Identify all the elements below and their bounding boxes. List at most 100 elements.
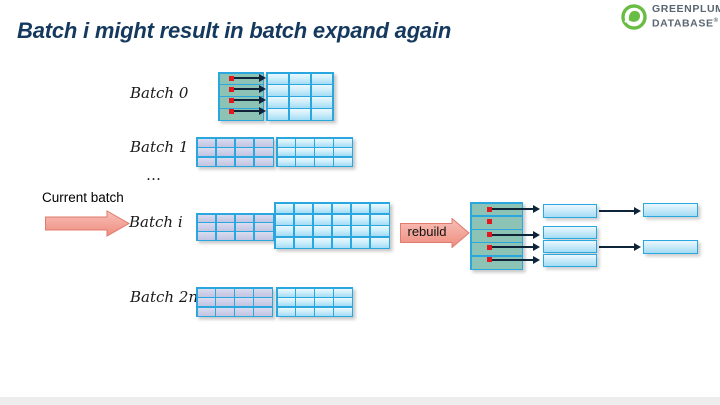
table-cell [277, 298, 295, 306]
hash-entry-marker [487, 257, 492, 262]
table-cell [216, 298, 234, 306]
table-cell [277, 157, 295, 166]
logo-line2: DATABASE [652, 17, 714, 30]
hash-entry-marker [229, 76, 234, 81]
greenplum-logo: GREENPLUM DATABASE® [621, 4, 720, 30]
table-cell [334, 288, 352, 297]
hash-entry-marker [229, 109, 234, 114]
table-cell [277, 138, 295, 147]
pointer-arrow [234, 85, 266, 93]
current-batch-arrow [45, 210, 130, 237]
bucket-bar [643, 203, 698, 217]
table-cell [197, 307, 215, 316]
pointer-arrow [492, 243, 540, 251]
hash-entry-marker [487, 232, 492, 237]
table-cell [235, 223, 254, 231]
table-cell [235, 288, 253, 297]
batch-0-hash-table [218, 72, 264, 121]
table-cell [471, 216, 522, 229]
table-cell [275, 203, 294, 214]
table-cell [219, 109, 263, 120]
table-cell [294, 214, 313, 225]
batch-i-label: Batch i [129, 213, 183, 231]
table-cell [254, 223, 273, 231]
table-cell [296, 157, 314, 166]
table-cell [332, 237, 351, 248]
batch-0-data-table [266, 72, 334, 121]
table-cell [296, 148, 314, 156]
table-cell [267, 85, 289, 96]
table-cell [332, 203, 351, 214]
table-cell [235, 157, 254, 166]
table-cell [294, 237, 313, 248]
bucket-bar [643, 240, 698, 254]
table-cell [289, 97, 311, 108]
table-cell [332, 214, 351, 225]
table-cell [216, 214, 235, 222]
table-cell [197, 298, 215, 306]
slide-bottom-edge [0, 397, 720, 405]
bucket-bar [543, 204, 597, 218]
table-cell [289, 73, 311, 84]
table-cell [334, 307, 352, 316]
table-cell [254, 232, 273, 240]
table-cell [296, 307, 314, 316]
table-cell [267, 73, 289, 84]
batch-1-new-table [276, 137, 353, 167]
table-cell [311, 73, 333, 84]
table-cell [254, 138, 273, 147]
table-cell [351, 214, 370, 225]
batch-i-new-table [274, 202, 390, 249]
bucket-bar [543, 254, 597, 267]
table-cell [315, 307, 333, 316]
table-cell [275, 214, 294, 225]
batch-2n-1-label: Batch 2n-1 [130, 288, 213, 306]
table-cell [334, 157, 352, 166]
hash-entry-marker [487, 245, 492, 250]
greenplum-logo-text: GREENPLUM DATABASE® [652, 4, 720, 30]
ellipsis-label: … [146, 166, 161, 184]
table-cell [313, 214, 332, 225]
table-cell [311, 85, 333, 96]
table-cell [315, 288, 333, 297]
table-cell [275, 226, 294, 237]
table-cell [216, 223, 235, 231]
table-cell [219, 97, 263, 108]
table-cell [197, 157, 216, 166]
table-cell [313, 237, 332, 248]
table-cell [235, 232, 254, 240]
table-cell [294, 226, 313, 237]
table-cell [235, 148, 254, 156]
table-cell [370, 203, 389, 214]
logo-trademark: ® [713, 17, 718, 24]
table-cell [197, 214, 216, 222]
table-cell [296, 298, 314, 306]
table-cell [275, 237, 294, 248]
table-cell [277, 307, 295, 316]
table-cell [370, 237, 389, 248]
table-cell [197, 232, 216, 240]
bucket-bar [543, 226, 597, 239]
table-cell [235, 214, 254, 222]
table-cell [197, 148, 216, 156]
batch-2n-1-old-table [196, 287, 273, 317]
table-cell [334, 138, 352, 147]
rebuild-label: rebuild [407, 224, 447, 239]
table-cell [235, 138, 254, 147]
batch-1-old-table [196, 137, 274, 167]
table-cell [471, 256, 522, 269]
table-cell [216, 288, 234, 297]
hash-entry-marker [229, 87, 234, 92]
logo-line1: GREENPLUM [652, 3, 720, 16]
table-cell [315, 298, 333, 306]
bucket-bar [543, 240, 597, 253]
batch-2n-1-new-table [276, 287, 353, 317]
table-cell [254, 214, 273, 222]
table-cell [254, 307, 272, 316]
table-cell [254, 157, 273, 166]
table-cell [235, 298, 253, 306]
pointer-arrow [234, 107, 266, 115]
pointer-arrow [492, 231, 540, 239]
table-cell [197, 138, 216, 147]
current-batch-label: Current batch [42, 190, 124, 205]
